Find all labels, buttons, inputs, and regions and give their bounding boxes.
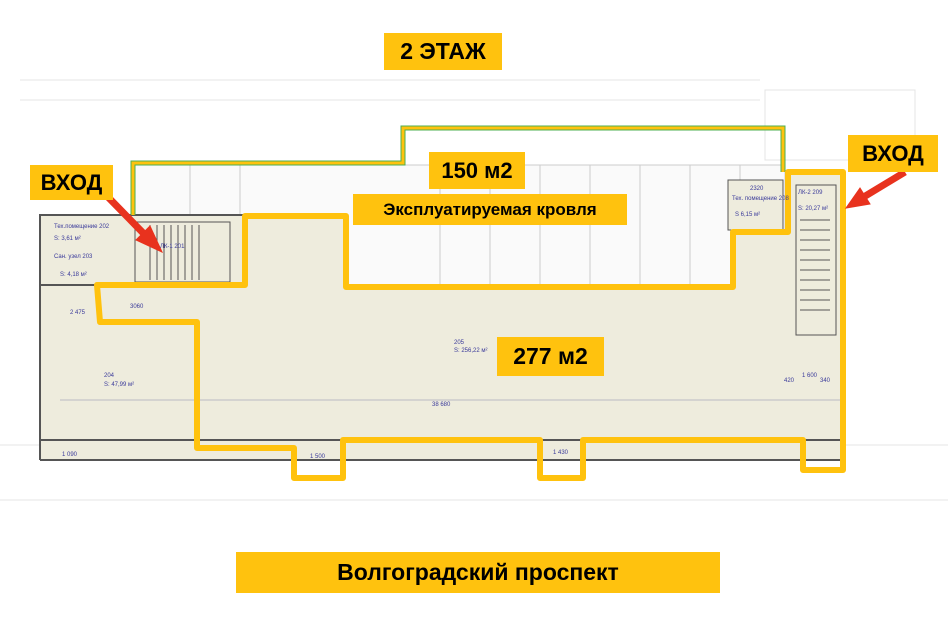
dim-1430: 1 430	[553, 450, 569, 456]
arrow-right-entrance	[844, 169, 907, 209]
dim-total: 38 680	[432, 402, 451, 408]
room-203-area: S: 4,18 м²	[60, 272, 87, 278]
dim-1090: 1 090	[62, 452, 78, 458]
room-202-area: S: 3,61 м²	[54, 236, 81, 242]
roof-label: Эксплуатируемая кровля	[353, 194, 627, 225]
roof-area-label: 150 м2	[429, 152, 525, 189]
street-label: Волгоградский проспект	[236, 552, 720, 593]
room-205-label: 205	[454, 340, 465, 346]
entrance-right-label: ВХОД	[848, 135, 938, 172]
dim-1500: 1 500	[310, 454, 326, 460]
hall-area-label: 277 м2	[497, 337, 604, 376]
room-208-area: S 6,15 м²	[735, 212, 761, 218]
dim-2475: 2 475	[70, 310, 86, 316]
entrance-left-label: ВХОД	[30, 165, 113, 200]
hall-outline	[94, 169, 846, 481]
dim-2320: 2320	[750, 186, 764, 192]
room-205-area: S: 256,22 м²	[454, 348, 488, 354]
room-208-label: Тех. помещение 208	[732, 196, 789, 202]
dim-340: 340	[820, 378, 831, 384]
room-202-label: Тех.помещение 202	[54, 224, 110, 230]
room-209-area: S: 20,27 м²	[798, 206, 829, 212]
floor-title: 2 ЭТАЖ	[384, 33, 502, 70]
arrow-left-entrance	[103, 192, 164, 254]
tech-room-208	[727, 179, 784, 231]
room-203-label: Сан. узел 203	[54, 254, 93, 260]
room-201-label: ЛК-1 201	[160, 244, 185, 250]
stairs-right	[795, 184, 837, 336]
hall-floor	[40, 172, 843, 460]
room-209-label: ЛК-2 209	[798, 190, 823, 196]
dim-1600: 1 600	[802, 373, 818, 379]
dim-3060: 3060	[130, 304, 144, 310]
room-204-area: S: 47,99 м²	[104, 382, 135, 388]
dim-420: 420	[784, 378, 795, 384]
room-204-label: 204	[104, 373, 115, 379]
